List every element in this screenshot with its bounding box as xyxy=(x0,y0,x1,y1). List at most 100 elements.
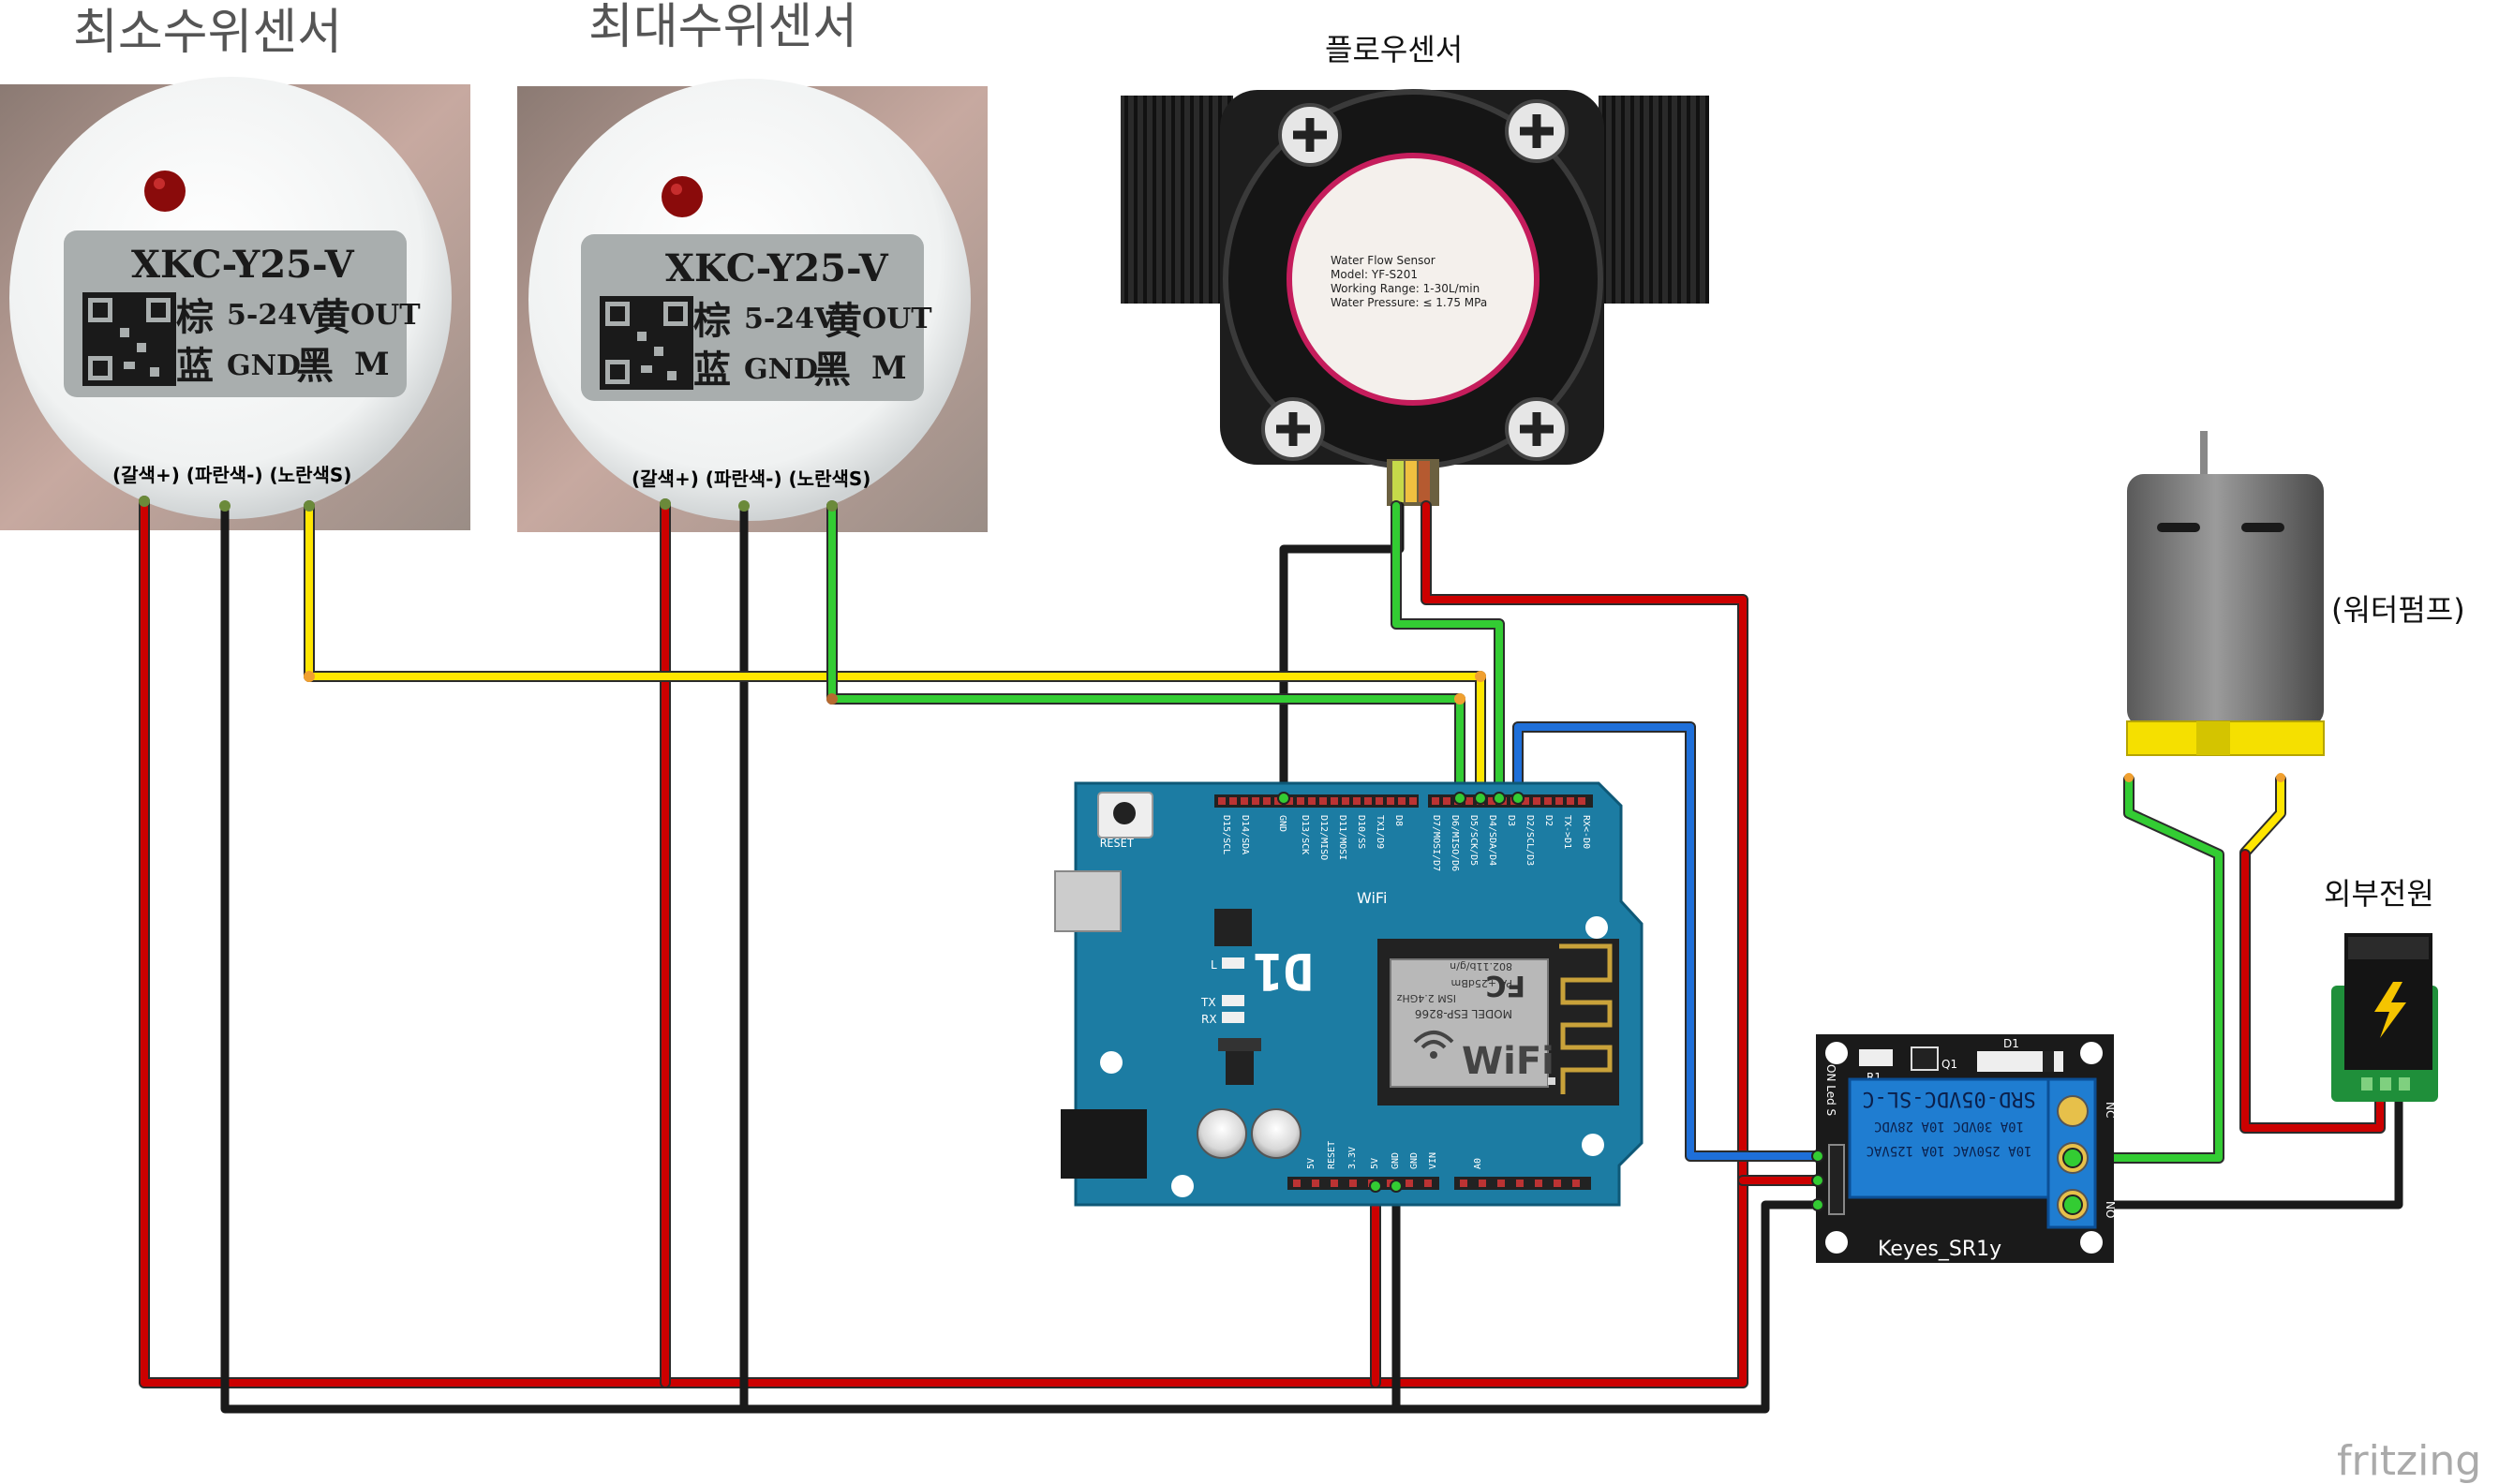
pin-label: D7/MOSI/D7 xyxy=(1431,815,1441,871)
pin-label: RX<-D0 xyxy=(1581,815,1591,849)
module-wifi: WiFi xyxy=(1462,1040,1554,1083)
pin-label: GND xyxy=(1277,815,1287,832)
module-ism: ISM 2.4GHz xyxy=(1396,992,1456,1004)
motor-body xyxy=(2127,474,2324,727)
external-power-label: 외부전원 xyxy=(2324,876,2434,912)
sensor-line2-cn: 蓝 xyxy=(176,344,214,388)
flow-sensor-text-4: Water Pressure: ≤ 1.75 MPa xyxy=(1331,296,1487,309)
bottom-header-left[interactable] xyxy=(1287,1177,1439,1190)
pin-label: D6/MISO/D6 xyxy=(1450,815,1460,871)
led-tx-label: TX xyxy=(1200,996,1216,1009)
wire-green-signal-flow xyxy=(1391,500,1505,804)
led-tx xyxy=(1222,995,1244,1006)
sensor-line1-cn2: 黄 xyxy=(825,299,862,343)
led-l xyxy=(1222,957,1244,969)
sensor-line1-voltage: 5-24V xyxy=(227,299,320,332)
relay-r1 xyxy=(1859,1049,1893,1066)
max-level-sensor: XKC-Y25-V 棕 5-24V 黄 OUT 蓝 GND 黑 M (갈색+) … xyxy=(517,79,988,532)
relay-name: Keyes_SR1y xyxy=(1878,1238,2001,1261)
wire-endpoints xyxy=(139,496,1525,1193)
relay-d1 xyxy=(1977,1051,2063,1072)
capacitor xyxy=(1197,1108,1247,1159)
sensor-model: XKC-Y25-V xyxy=(131,243,355,287)
sensor-line2-m: M xyxy=(354,346,390,383)
board-wifi-label: WiFi xyxy=(1357,889,1387,907)
sensor-line2-cn2: 黑 xyxy=(296,344,334,388)
flow-sensor-right-thread xyxy=(1599,96,1709,304)
relay-coil xyxy=(1848,1077,2050,1199)
top-pin-labels: D15/SCL D14/SDA GND D13/SCK D12/MISO D11… xyxy=(1221,815,1591,871)
sensor-line2-gnd: GND xyxy=(227,349,301,382)
motor-shaft xyxy=(2200,431,2208,478)
relay-module: R1 Q1 D1 SRD-05VDC-SL-C 10A 250VAC 10A 1… xyxy=(1811,1034,2117,1263)
screw-icon xyxy=(1505,99,1569,163)
water-pump-motor xyxy=(2124,431,2325,782)
sensor-line2-gnd: GND xyxy=(744,353,818,386)
relay-rating-2: 10A 30VDC 10A 28VDC xyxy=(1874,1119,2024,1134)
terminal-screw[interactable] xyxy=(2057,1095,2089,1127)
d1-wifi-board: RESET L TX RX D1 WiFi FC MODEL ESP-8266 … xyxy=(1054,781,1644,1207)
pin-label: TX->D1 xyxy=(1562,815,1572,849)
wire-pump-green xyxy=(2067,774,2224,1164)
pin-label: 5V xyxy=(1306,1158,1316,1169)
flow-sensor-text-2: Model: YF-S201 xyxy=(1331,268,1418,281)
indicator-led xyxy=(662,176,703,217)
sensor-line1-out: OUT xyxy=(350,299,421,332)
flow-sensor-left-thread xyxy=(1121,96,1233,304)
pin-label: 3.3V xyxy=(1347,1147,1358,1169)
wire-pump-red xyxy=(2239,849,2386,1134)
pin-label: D12/MISO xyxy=(1318,815,1329,860)
flow-sensor: Water Flow Sensor Model: YF-S201 Working… xyxy=(1121,89,1709,506)
screw-icon xyxy=(1261,397,1325,461)
board-name: D1 xyxy=(1253,942,1314,1001)
flow-sensor-text-1: Water Flow Sensor xyxy=(1331,254,1435,267)
sensor-line1-cn: 棕 xyxy=(176,295,214,339)
fritzing-watermark: fritzing xyxy=(2337,1437,2481,1484)
pin-label: 5V xyxy=(1370,1158,1380,1169)
screw-icon xyxy=(1505,397,1569,461)
sensor-pin-labels: (갈색+) (파란색-) (노란색S) xyxy=(112,464,351,486)
flow-sensor-text-3: Working Range: 1-30L/min xyxy=(1331,282,1480,295)
pin-label: D10/SS xyxy=(1356,815,1366,849)
led-rx-label: RX xyxy=(1201,1013,1217,1026)
pin-label: D13/SCK xyxy=(1300,815,1310,854)
capacitor xyxy=(1251,1108,1302,1159)
led-l-label: L xyxy=(1211,958,1217,972)
module-pa: PA +25dBm xyxy=(1451,977,1512,989)
wire-power-black xyxy=(2068,1091,2403,1209)
wire-green-signal-max xyxy=(826,500,1465,804)
relay-nc-label: NC xyxy=(2104,1102,2117,1118)
wire-pump-yellow xyxy=(2239,774,2286,860)
pin-label: D2/SCL/D3 xyxy=(1525,815,1535,866)
relay-d1-label: D1 xyxy=(2003,1037,2019,1050)
water-pump-label: (워터펌프) xyxy=(2331,592,2465,628)
wire-blue-relay-signal xyxy=(1512,721,1823,1162)
pin-label: D14/SDA xyxy=(1240,815,1250,854)
wire-yellow-signal xyxy=(304,500,1486,804)
sensor-line1-voltage: 5-24V xyxy=(744,303,837,335)
qr-code-icon xyxy=(82,292,176,386)
module-model: MODEL ESP-8266 xyxy=(1415,1007,1512,1020)
pin-label: D5/SCK/D5 xyxy=(1468,815,1479,866)
relay-side-label: ON Led S xyxy=(1824,1064,1837,1116)
sensor-model: XKC-Y25-V xyxy=(665,246,889,290)
pin-label: D2 xyxy=(1543,815,1554,826)
sensor-line2-cn: 蓝 xyxy=(693,348,731,392)
wifi-icon xyxy=(1413,1031,1454,1059)
relay-coil-label: SRD-05VDC-SL-C xyxy=(1862,1087,2035,1110)
lightning-icon xyxy=(2374,982,2406,1038)
reset-label: RESET xyxy=(1100,837,1134,850)
relay-rating-1: 10A 250VAC 10A 125VAC xyxy=(1866,1143,2031,1158)
relay-input-header[interactable] xyxy=(1828,1144,1845,1215)
relay-no-label: NO xyxy=(2104,1201,2117,1218)
relay-q1 xyxy=(1911,1046,1939,1071)
sensor-line2-m: M xyxy=(871,349,907,387)
pin-label: A0 xyxy=(1473,1158,1483,1169)
pin-label: D15/SCL xyxy=(1221,815,1231,854)
pin-label: GND xyxy=(1391,1152,1401,1169)
relay-q1-label: Q1 xyxy=(1941,1058,1957,1071)
indicator-led xyxy=(144,171,186,212)
sensor-line1-cn: 棕 xyxy=(693,299,731,343)
sensor-line1-cn2: 黄 xyxy=(313,295,350,339)
